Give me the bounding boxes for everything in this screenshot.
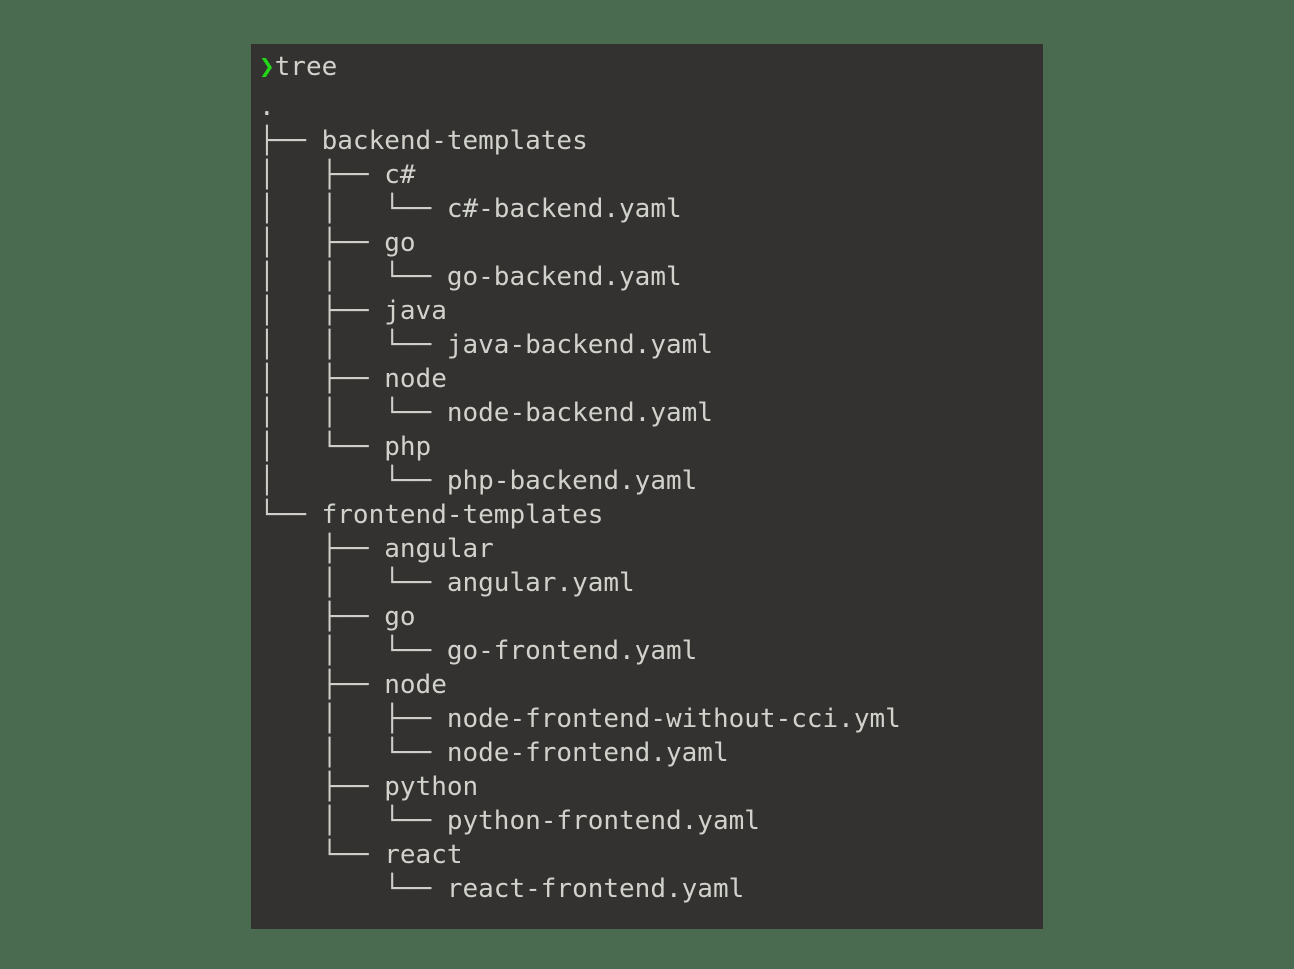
tree-branch-glyph: │ │ └── — [259, 194, 447, 224]
terminal-window[interactable]: ❯ tree . ├── backend-templates│ ├── c#│ … — [251, 44, 1043, 929]
tree-line: │ │ └── c#-backend.yaml — [259, 192, 1043, 226]
tree-line: │ │ └── java-backend.yaml — [259, 328, 1043, 362]
tree-entry-name: react — [384, 840, 463, 870]
tree-line: │ ├── go — [259, 226, 1043, 260]
tree-line: │ ├── java — [259, 294, 1043, 328]
tree-entry-name: angular.yaml — [446, 568, 635, 598]
tree-line: └── react-frontend.yaml — [259, 872, 1043, 906]
tree-branch-glyph: │ └── — [259, 568, 447, 598]
tree-entry-name: react-frontend.yaml — [446, 874, 745, 904]
tree-entry-name: python — [384, 772, 479, 802]
tree-output: ├── backend-templates│ ├── c#│ │ └── c#-… — [259, 124, 1043, 906]
tree-line: ├── python — [259, 770, 1043, 804]
tree-branch-glyph: │ └── — [259, 636, 447, 666]
tree-line: │ │ └── go-backend.yaml — [259, 260, 1043, 294]
prompt-chevron-icon: ❯ — [259, 52, 275, 82]
tree-entry-name: node-frontend-without-cci.yml — [446, 704, 901, 734]
command-prompt-line: ❯ tree — [259, 50, 1043, 84]
tree-line: │ └── go-frontend.yaml — [259, 634, 1043, 668]
tree-branch-glyph: ├── — [259, 126, 322, 156]
tree-line: └── frontend-templates — [259, 498, 1043, 532]
tree-branch-glyph: │ └── — [259, 738, 447, 768]
tree-branch-glyph: │ │ └── — [259, 330, 447, 360]
tree-branch-glyph: │ └── — [259, 432, 385, 462]
tree-entry-name: php — [384, 432, 432, 462]
tree-branch-glyph: │ └── — [259, 806, 447, 836]
tree-entry-name: backend-templates — [321, 126, 588, 156]
tree-line: │ └── php-backend.yaml — [259, 464, 1043, 498]
tree-entry-name: frontend-templates — [321, 500, 604, 530]
tree-line: │ │ └── node-backend.yaml — [259, 396, 1043, 430]
tree-branch-glyph: │ │ └── — [259, 398, 447, 428]
tree-line: ├── go — [259, 600, 1043, 634]
tree-branch-glyph: ├── — [259, 534, 385, 564]
tree-entry-name: java-backend.yaml — [446, 330, 713, 360]
tree-line: │ ├── node — [259, 362, 1043, 396]
tree-line: └── react — [259, 838, 1043, 872]
tree-branch-glyph: │ ├── — [259, 704, 447, 734]
tree-entry-name: php-backend.yaml — [446, 466, 698, 496]
tree-branch-glyph: │ │ └── — [259, 262, 447, 292]
tree-entry-name: c#-backend.yaml — [446, 194, 682, 224]
tree-entry-name: python-frontend.yaml — [446, 806, 760, 836]
tree-branch-glyph: └── — [259, 840, 385, 870]
tree-branch-glyph: ├── — [259, 772, 385, 802]
tree-branch-glyph: │ ├── — [259, 228, 385, 258]
tree-branch-glyph: └── — [259, 500, 322, 530]
tree-entry-name: go-backend.yaml — [446, 262, 682, 292]
tree-entry-name: node-frontend.yaml — [446, 738, 729, 768]
tree-branch-glyph: │ ├── — [259, 296, 385, 326]
tree-branch-glyph: │ ├── — [259, 160, 385, 190]
tree-entry-name: node — [384, 670, 447, 700]
tree-line: │ └── python-frontend.yaml — [259, 804, 1043, 838]
tree-branch-glyph: ├── — [259, 602, 385, 632]
tree-line: │ ├── c# — [259, 158, 1043, 192]
tree-entry-name: c# — [384, 160, 416, 190]
command-text: tree — [274, 52, 338, 82]
tree-line: ├── node — [259, 668, 1043, 702]
tree-entry-name: go — [384, 602, 416, 632]
tree-entry-name: angular — [384, 534, 494, 564]
tree-root-line: . — [259, 92, 275, 122]
tree-line: │ └── node-frontend.yaml — [259, 736, 1043, 770]
tree-entry-name: go — [384, 228, 416, 258]
tree-entry-name: node-backend.yaml — [446, 398, 713, 428]
tree-branch-glyph: │ └── — [259, 466, 447, 496]
tree-branch-glyph: ├── — [259, 670, 385, 700]
tree-branch-glyph: └── — [259, 874, 447, 904]
tree-line: │ └── angular.yaml — [259, 566, 1043, 600]
tree-entry-name: java — [384, 296, 447, 326]
tree-entry-name: go-frontend.yaml — [446, 636, 698, 666]
tree-line: ├── backend-templates — [259, 124, 1043, 158]
tree-branch-glyph: │ ├── — [259, 364, 385, 394]
tree-line: │ └── php — [259, 430, 1043, 464]
tree-entry-name: node — [384, 364, 447, 394]
tree-line: │ ├── node-frontend-without-cci.yml — [259, 702, 1043, 736]
tree-line: ├── angular — [259, 532, 1043, 566]
